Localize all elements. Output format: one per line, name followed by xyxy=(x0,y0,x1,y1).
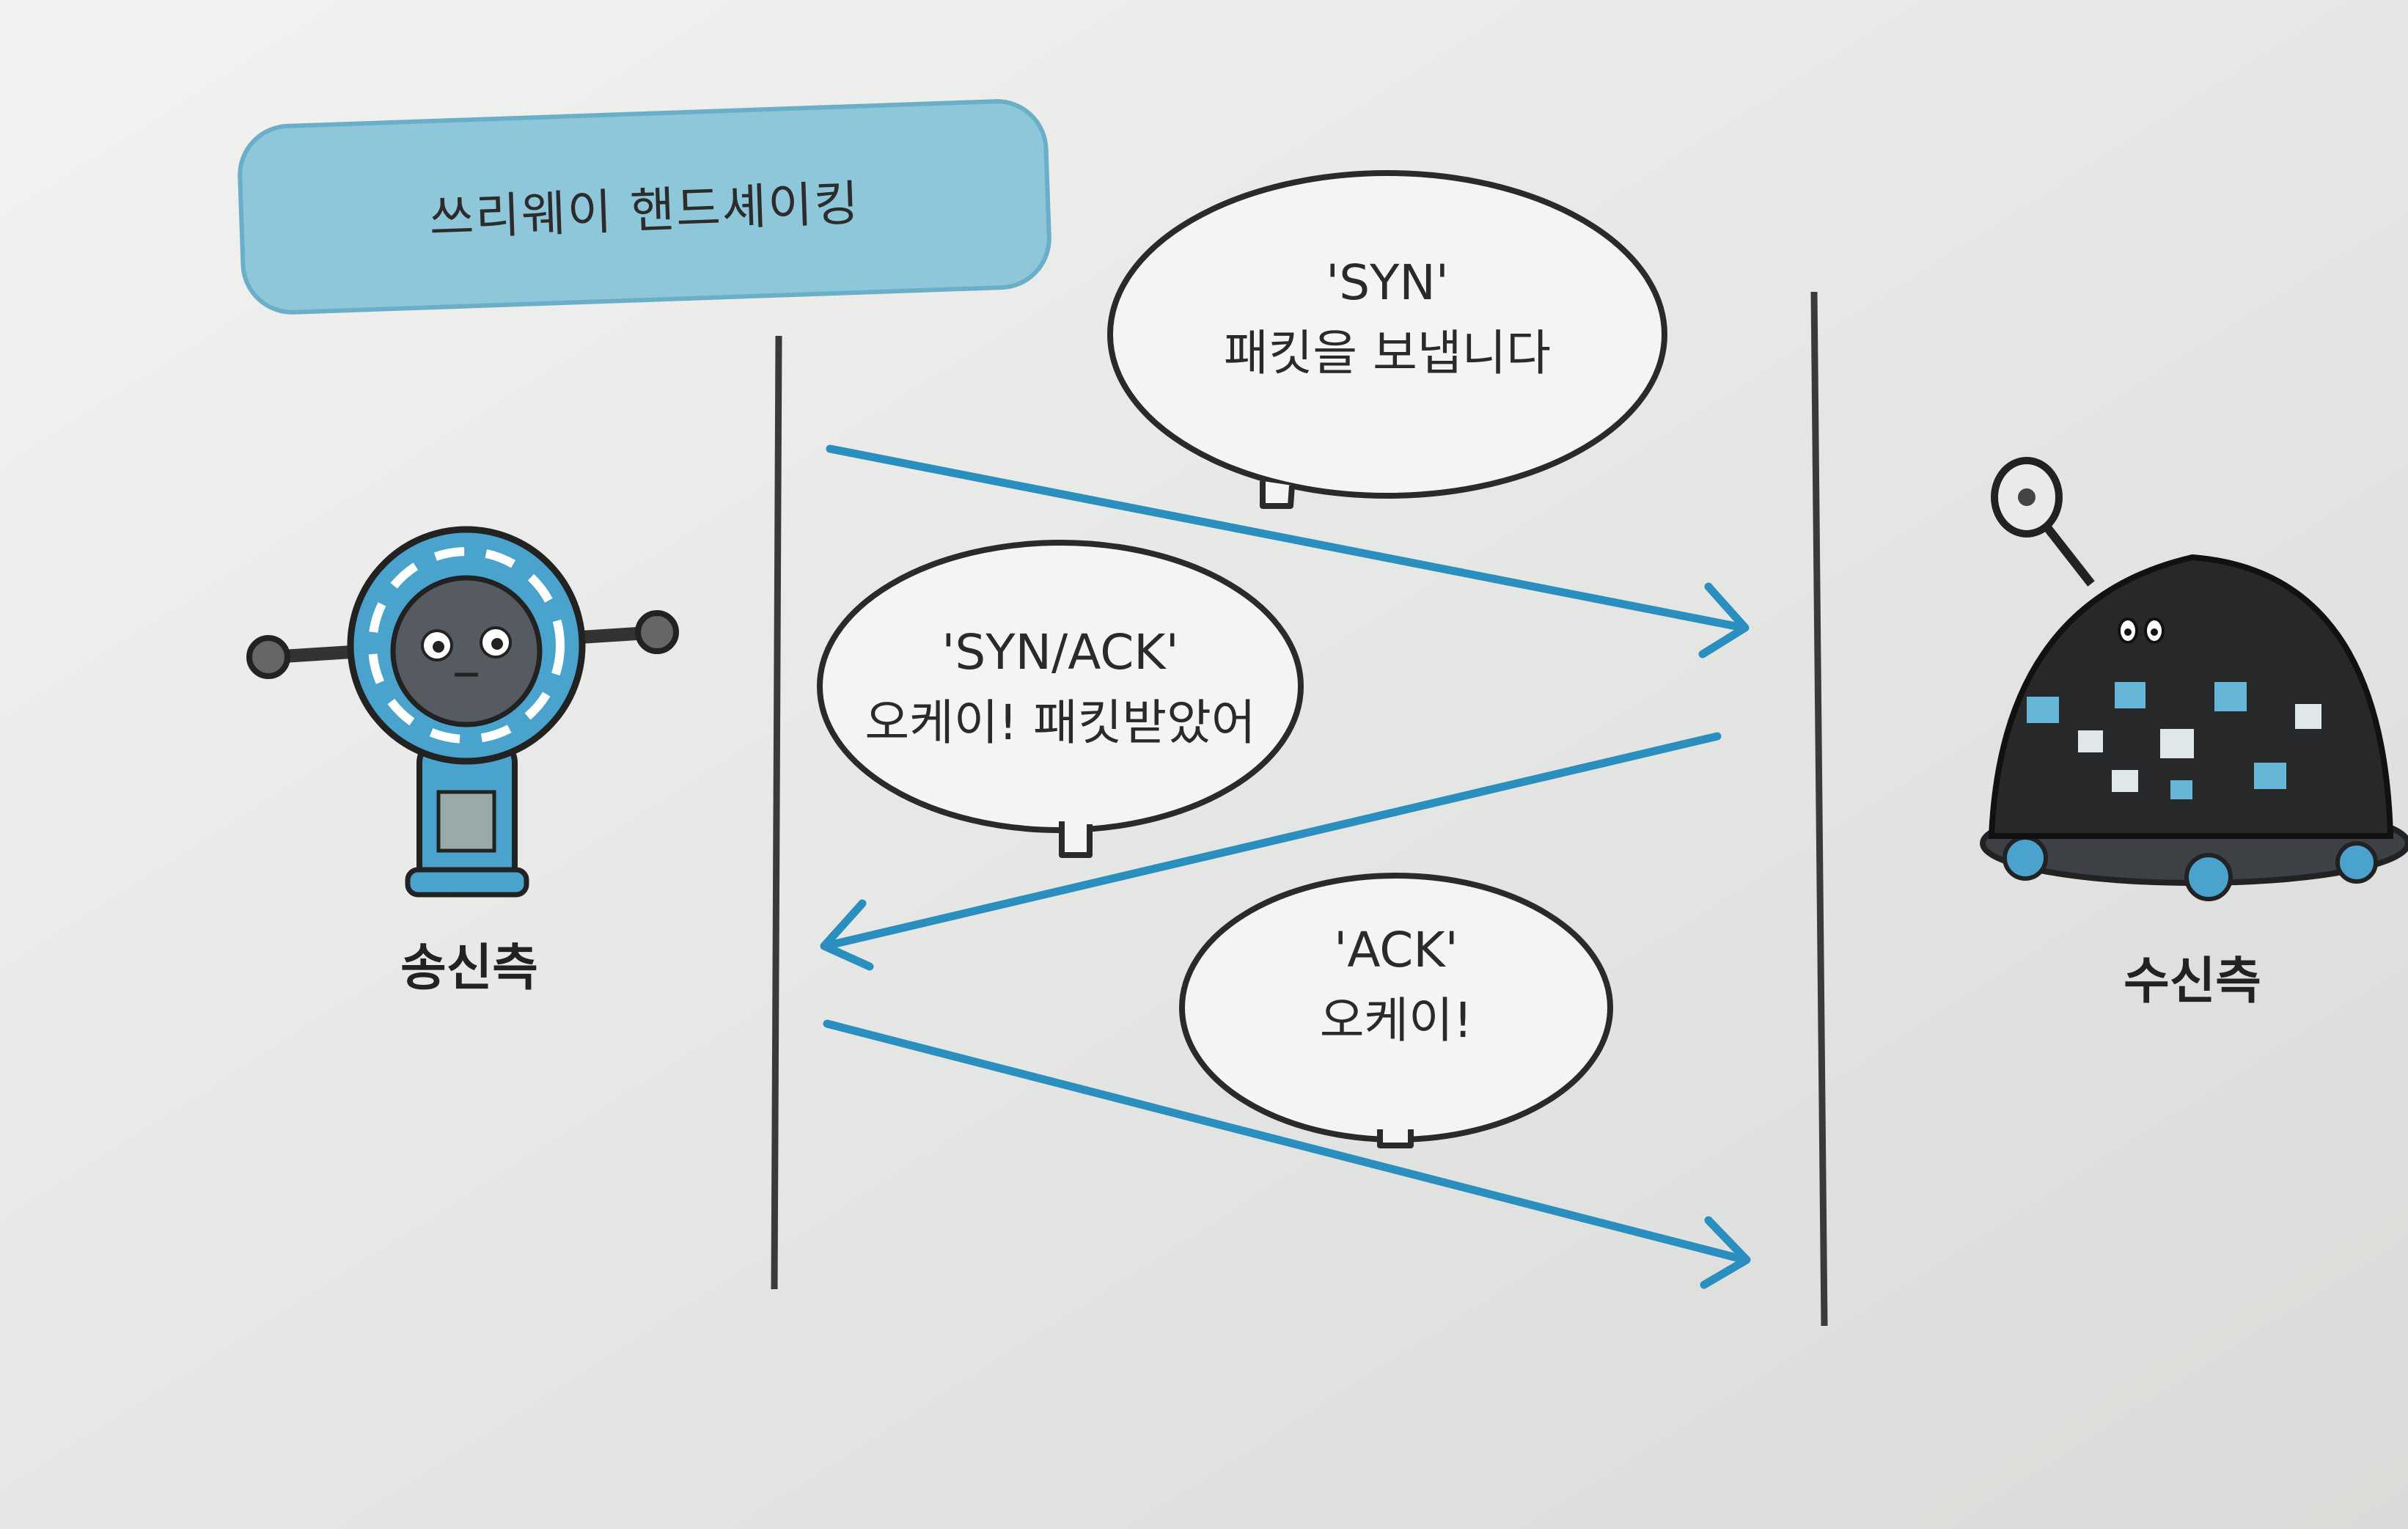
ack-arrow xyxy=(823,1019,1751,1289)
ack-caption: 오케이! xyxy=(1319,992,1473,1049)
syn-bubble xyxy=(1107,170,1667,509)
syn-packet-label: 'SYN' xyxy=(1326,254,1449,311)
ack-bubble xyxy=(1179,873,1613,1148)
syn-arrow xyxy=(826,444,1750,659)
syn-ack-bubble-text: 'SYN/ACK' 오케이! 패킷받았어 xyxy=(833,617,1288,758)
receiver-robot-illustration xyxy=(1980,457,2408,901)
syn-bubble-text: 'SYN' 패킷을 보냅니다 xyxy=(1167,248,1607,389)
syn-ack-arrow xyxy=(820,732,1722,971)
sender-label: 송신측 xyxy=(400,939,538,997)
receiver-timeline xyxy=(1810,291,1828,1327)
syn-ack-bubble xyxy=(817,540,1304,858)
syn-caption: 패킷을 보냅니다 xyxy=(1223,325,1552,381)
diagram-title: 쓰리웨이 핸드셰이킹 xyxy=(428,175,862,247)
ack-bubble-text: 'ACK' 오케이! xyxy=(1213,915,1579,1056)
sender-robot-illustration xyxy=(246,526,679,898)
receiver-label: 수신측 xyxy=(2123,953,2261,1011)
syn-ack-packet-label: 'SYN/ACK' xyxy=(941,624,1179,681)
syn-ack-caption: 오케이! 패킷받았어 xyxy=(865,694,1256,751)
ack-packet-label: 'ACK' xyxy=(1334,922,1458,978)
title-box: 쓰리웨이 핸드셰이킹 xyxy=(235,97,1054,317)
sender-timeline xyxy=(771,335,782,1290)
